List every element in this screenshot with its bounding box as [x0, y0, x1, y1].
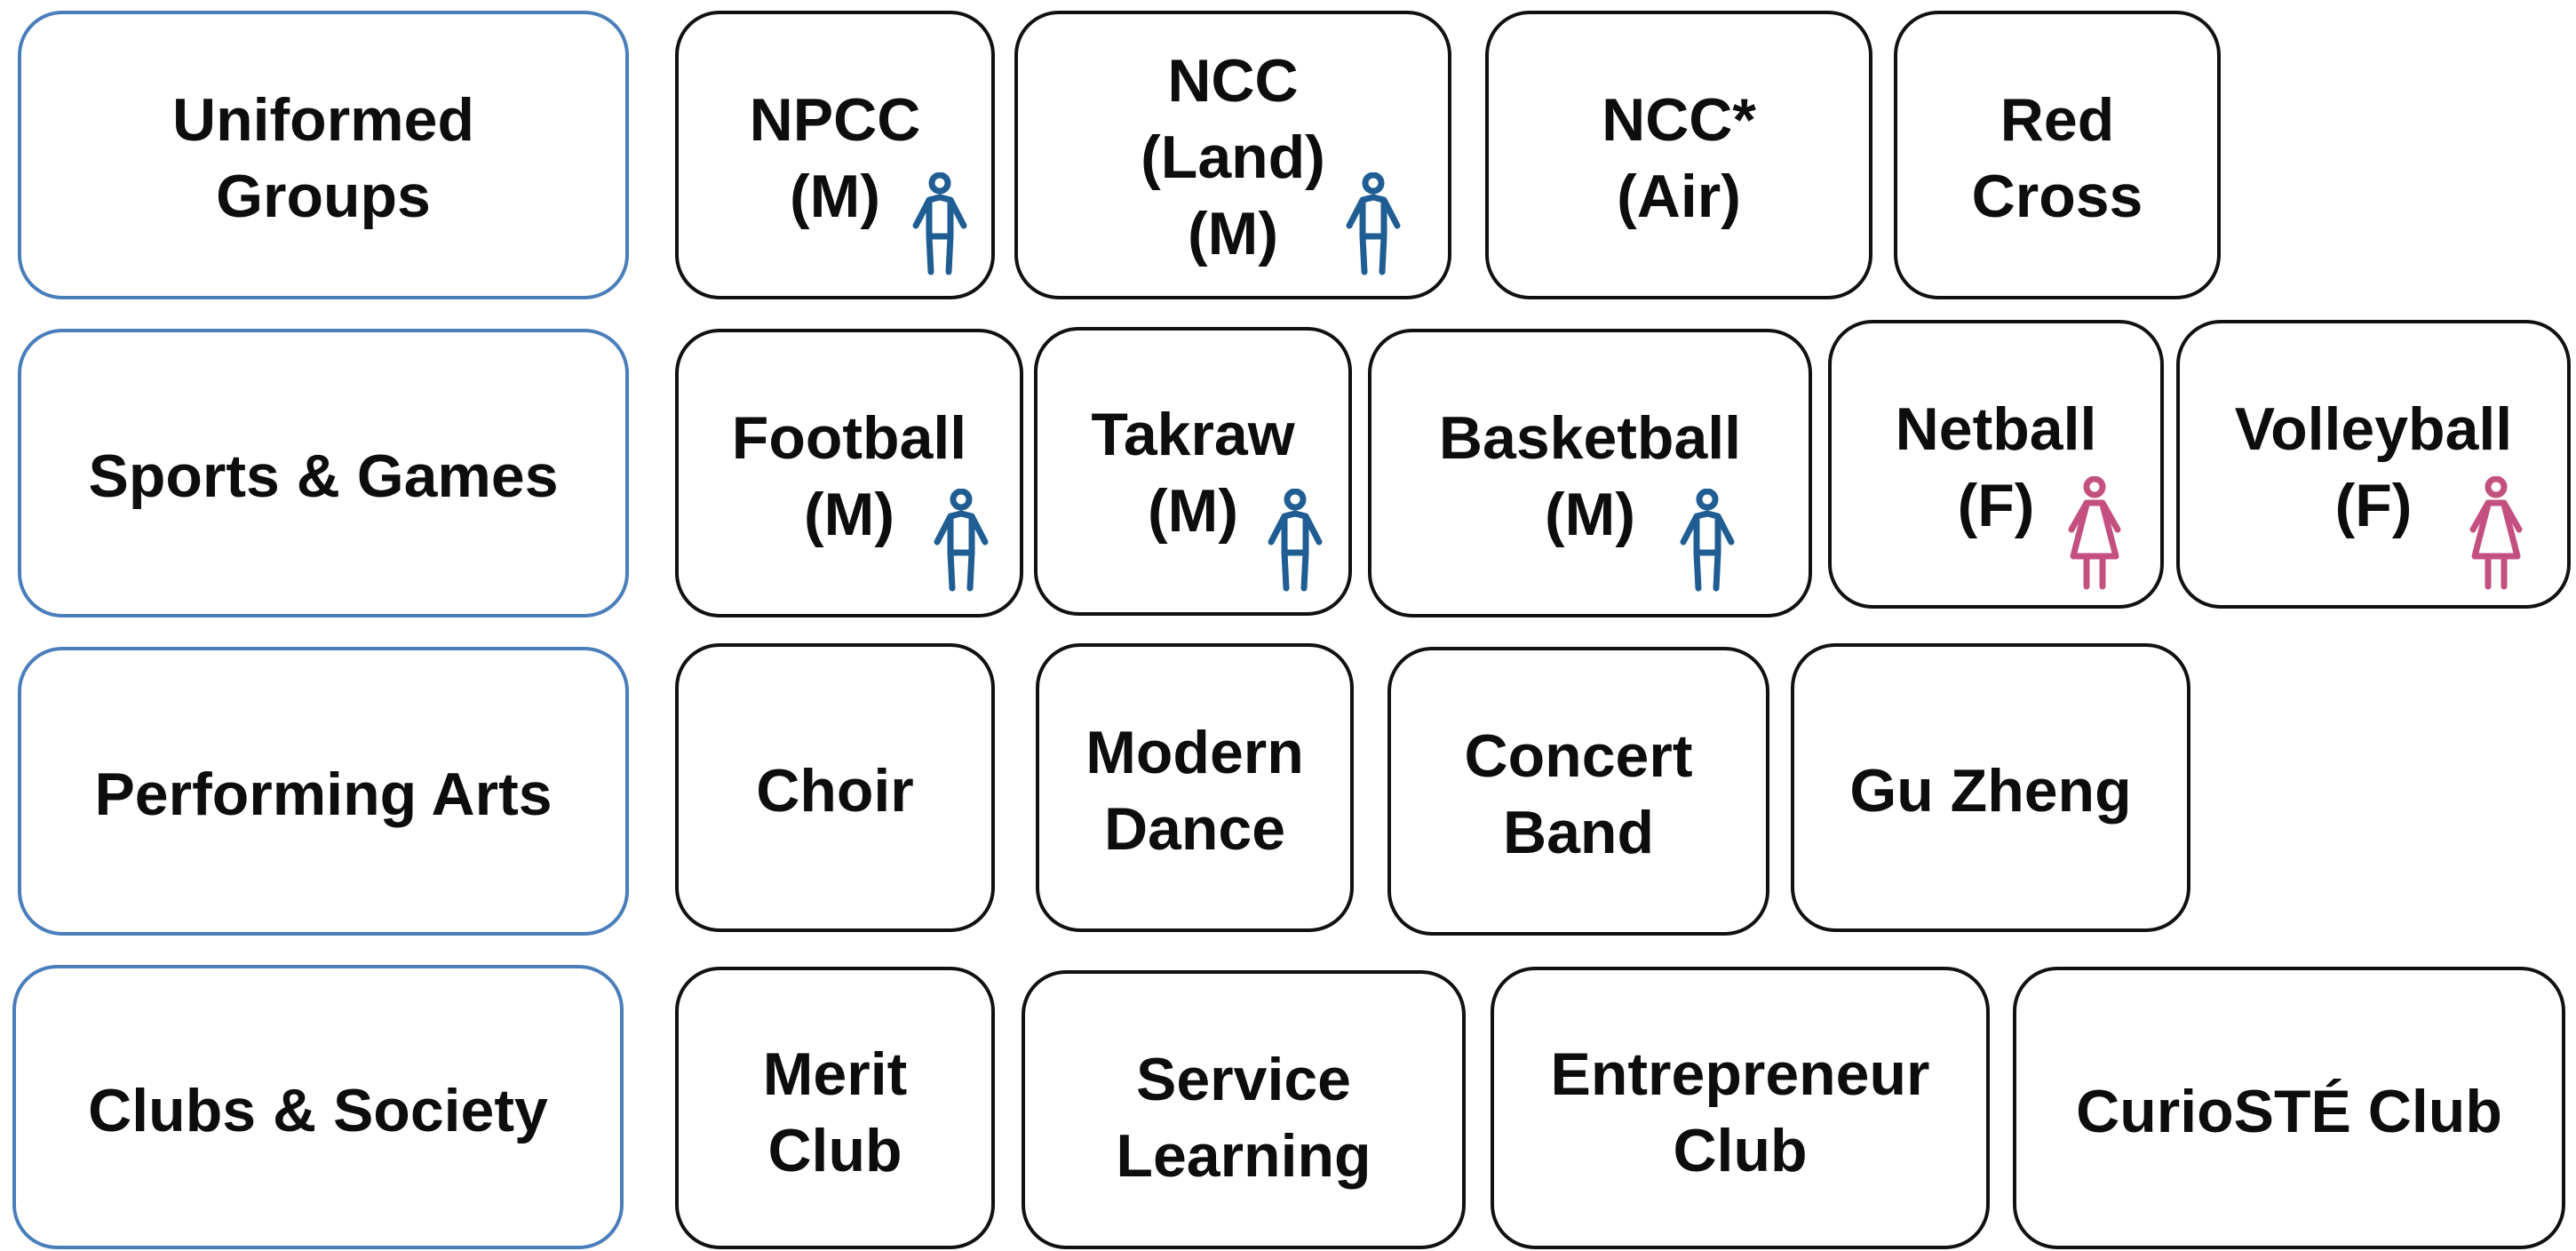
category-label: Clubs & Society [88, 1077, 548, 1144]
activity-label: Netball (F) [1895, 395, 2097, 539]
category-label: Performing Arts [94, 761, 553, 828]
category-label: Uniformed Groups [172, 86, 474, 230]
male-figure-icon [934, 489, 989, 592]
category-sports-games: Sports & Games [18, 329, 629, 618]
activity-label: Concert Band [1464, 722, 1693, 866]
male-figure-icon [1346, 172, 1401, 275]
activity-label: Entrepreneur Club [1550, 1040, 1930, 1184]
male-figure-icon [912, 172, 967, 275]
activity-netball: Netball (F) [1828, 320, 2164, 609]
activity-label: Gu Zheng [1849, 757, 2132, 825]
activity-label: Basketball (M) [1438, 404, 1742, 548]
category-label: Sports & Games [88, 442, 559, 510]
category-performing-arts: Performing Arts [18, 647, 629, 936]
activity-label: Choir [756, 757, 914, 825]
activity-merit-club: Merit Club [675, 967, 995, 1249]
activity-label: NPCC (M) [749, 86, 921, 230]
activity-label: CurioSTÉ Club [2076, 1078, 2502, 1145]
activity-ncc-land: NCC (Land) (M) [1014, 11, 1451, 299]
activity-label: Football (M) [731, 404, 967, 548]
activity-takraw: Takraw (M) [1034, 327, 1352, 616]
activity-service-learning: Service Learning [1022, 970, 1466, 1249]
category-clubs-society: Clubs & Society [12, 965, 624, 1249]
activity-concert-band: Concert Band [1387, 647, 1769, 936]
male-figure-icon [1680, 489, 1735, 592]
activity-label: NCC* (Air) [1602, 86, 1756, 230]
activity-label: Modern Dance [1085, 719, 1304, 863]
male-figure-icon [1268, 489, 1323, 592]
activity-label: Volleyball (F) [2234, 395, 2513, 539]
category-uniformed-groups: Uniformed Groups [18, 11, 629, 299]
activity-label: Takraw (M) [1091, 401, 1295, 545]
activity-label: NCC (Land) (M) [1141, 47, 1325, 267]
female-figure-icon [2068, 476, 2121, 590]
activity-modern-dance: Modern Dance [1036, 643, 1354, 932]
activity-volleyball: Volleyball (F) [2176, 320, 2571, 609]
activity-label: Service Learning [1116, 1046, 1371, 1190]
activity-choir: Choir [675, 643, 995, 932]
activity-gu-zheng: Gu Zheng [1791, 643, 2190, 932]
activity-football: Football (M) [675, 329, 1023, 618]
activity-label: Red Cross [1971, 86, 2143, 230]
activity-label: Merit Club [762, 1040, 908, 1184]
activity-entrepreneur-club: Entrepreneur Club [1491, 967, 1990, 1249]
activity-basketball: Basketball (M) [1368, 329, 1812, 618]
activity-ncc-air: NCC* (Air) [1485, 11, 1872, 299]
activity-red-cross: Red Cross [1894, 11, 2221, 299]
female-figure-icon [2469, 476, 2523, 590]
activity-npcc: NPCC (M) [675, 11, 995, 299]
activity-curioste-club: CurioSTÉ Club [2013, 967, 2565, 1249]
